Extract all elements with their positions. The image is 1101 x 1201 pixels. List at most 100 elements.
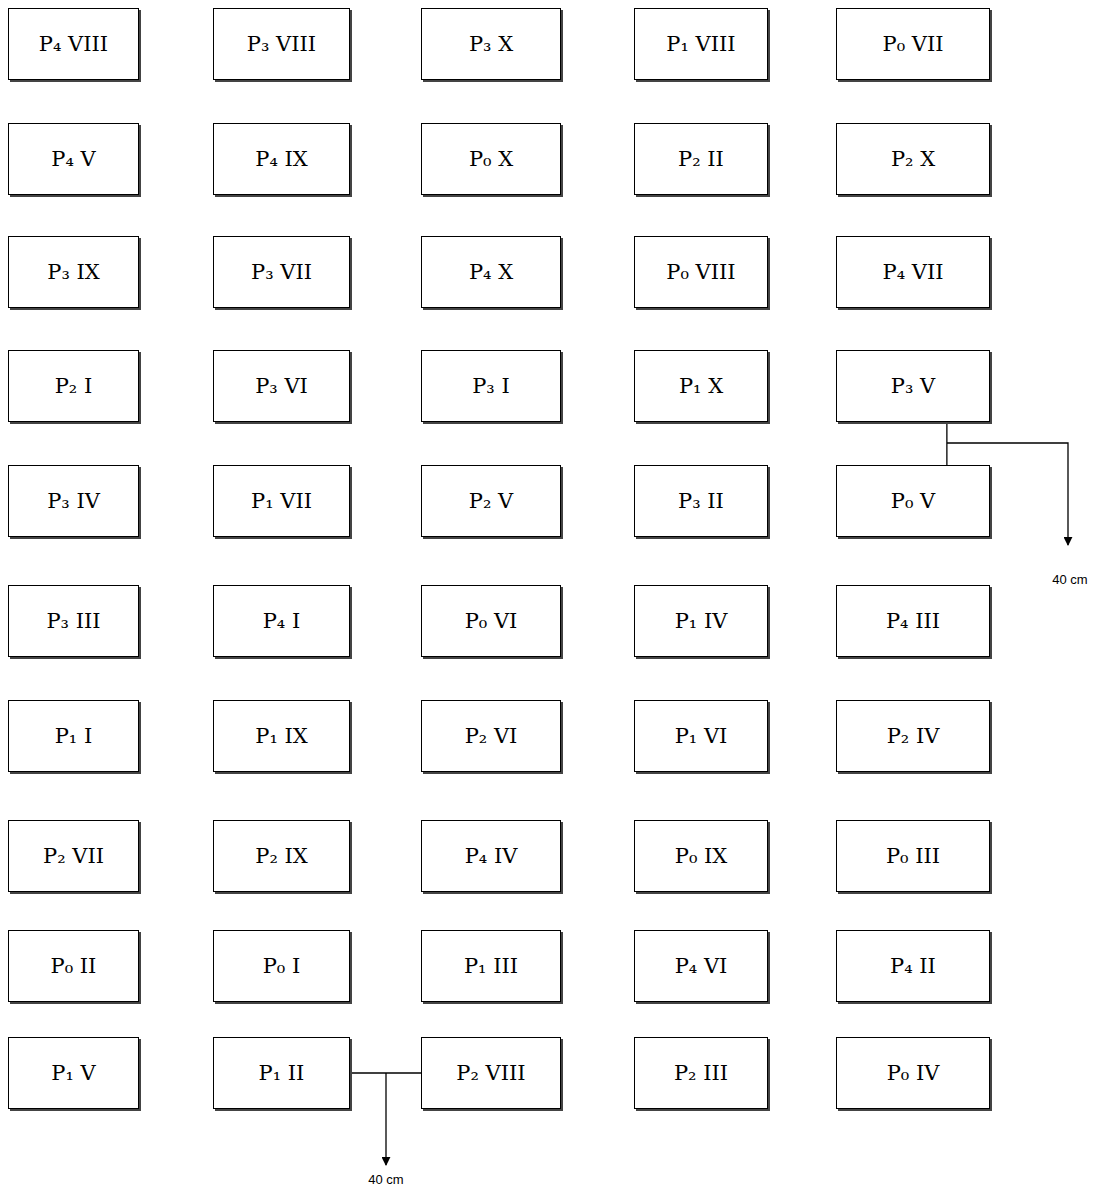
plot-box: P₂ II xyxy=(634,123,768,195)
plot-label: P₄ V xyxy=(51,147,95,171)
plot-box: P₃ IX xyxy=(8,236,139,308)
plot-label: P₂ IV xyxy=(887,724,940,748)
plot-label: P₀ VII xyxy=(883,32,944,56)
dimension-label: 40 cm xyxy=(366,1172,405,1187)
plot-label: P₀ VIII xyxy=(666,260,735,284)
plot-box: P₂ IX xyxy=(213,820,350,892)
plot-box: P₄ IV xyxy=(421,820,561,892)
plot-box: P₃ IV xyxy=(8,465,139,537)
plot-label: P₃ IX xyxy=(47,260,99,284)
plot-label: P₃ VII xyxy=(251,260,312,284)
plot-label: P₂ III xyxy=(674,1061,728,1085)
plot-box: P₀ VII xyxy=(836,8,990,80)
plot-label: P₀ IX xyxy=(675,844,727,868)
plot-label: P₁ VI xyxy=(675,724,728,748)
plot-box: P₁ III xyxy=(421,930,561,1002)
plot-box: P₀ IX xyxy=(634,820,768,892)
plot-box: P₁ I xyxy=(8,700,139,772)
plot-label: P₄ VII xyxy=(883,260,944,284)
plot-box: P₄ I xyxy=(213,585,350,657)
spacing-line xyxy=(946,422,947,465)
plot-label: P₄ IX xyxy=(255,147,307,171)
plot-label: P₃ III xyxy=(46,609,100,633)
plot-label: P₁ VII xyxy=(251,489,312,513)
plot-box: P₃ VI xyxy=(213,350,350,422)
plot-label: P₀ VI xyxy=(465,609,518,633)
plot-box: P₂ III xyxy=(634,1037,768,1109)
plot-label: P₄ I xyxy=(263,609,301,633)
spacing-line xyxy=(350,1072,421,1073)
plot-box: P₄ VII xyxy=(836,236,990,308)
plot-label: P₃ V xyxy=(891,374,935,398)
plot-box: P₁ X xyxy=(634,350,768,422)
plot-box: P₂ VIII xyxy=(421,1037,561,1109)
plot-box: P₂ I xyxy=(8,350,139,422)
plot-box: P₁ VI xyxy=(634,700,768,772)
plot-box: P₀ IV xyxy=(836,1037,990,1109)
plot-box: P₂ IV xyxy=(836,700,990,772)
plot-box: P₂ VII xyxy=(8,820,139,892)
plot-box: P₄ IX xyxy=(213,123,350,195)
plot-label: P₀ II xyxy=(51,954,97,978)
plot-box: P₃ X xyxy=(421,8,561,80)
plot-label: P₂ I xyxy=(55,374,93,398)
dimension-leader xyxy=(385,1073,386,1165)
plot-box: P₁ VII xyxy=(213,465,350,537)
plot-box: P₁ II xyxy=(213,1037,350,1109)
plot-box: P₃ III xyxy=(8,585,139,657)
plot-box: P₀ VI xyxy=(421,585,561,657)
plot-label: P₃ II xyxy=(678,489,724,513)
plot-box: P₄ VI xyxy=(634,930,768,1002)
plot-box: P₁ IV xyxy=(634,585,768,657)
dimension-label: 40 cm xyxy=(1050,572,1089,587)
plot-label: P₄ VI xyxy=(675,954,728,978)
plot-box: P₀ III xyxy=(836,820,990,892)
plot-box: P₀ II xyxy=(8,930,139,1002)
plot-box: P₄ III xyxy=(836,585,990,657)
plot-box: P₄ V xyxy=(8,123,139,195)
plot-label: P₄ IV xyxy=(465,844,518,868)
plot-box: P₀ VIII xyxy=(634,236,768,308)
plot-box: P₃ I xyxy=(421,350,561,422)
plot-box: P₄ II xyxy=(836,930,990,1002)
plot-box: P₄ X xyxy=(421,236,561,308)
plot-label: P₃ IV xyxy=(47,489,100,513)
plot-box: P₄ VIII xyxy=(8,8,139,80)
plot-label: P₃ VI xyxy=(255,374,308,398)
plot-label: P₂ II xyxy=(678,147,724,171)
plot-label: P₄ III xyxy=(886,609,940,633)
plot-label: P₀ V xyxy=(891,489,935,513)
plot-label: P₂ VI xyxy=(465,724,518,748)
plot-label: P₁ III xyxy=(464,954,518,978)
plot-label: P₃ X xyxy=(469,32,513,56)
plot-label: P₁ V xyxy=(51,1061,95,1085)
plot-label: P₄ II xyxy=(890,954,936,978)
plot-label: P₂ IX xyxy=(255,844,307,868)
plot-label: P₁ VIII xyxy=(666,32,735,56)
plot-label: P₀ IV xyxy=(887,1061,940,1085)
plot-label: P₀ III xyxy=(886,844,940,868)
plot-box: P₃ V xyxy=(836,350,990,422)
plot-box: P₁ IX xyxy=(213,700,350,772)
plot-box: P₂ V xyxy=(421,465,561,537)
plot-label: P₁ IV xyxy=(675,609,728,633)
plot-label: P₂ VII xyxy=(43,844,104,868)
plot-box: P₃ VII xyxy=(213,236,350,308)
plot-box: P₁ V xyxy=(8,1037,139,1109)
plot-box: P₂ VI xyxy=(421,700,561,772)
plot-label: P₃ VIII xyxy=(247,32,316,56)
plot-label: P₀ I xyxy=(263,954,301,978)
plot-label: P₁ IX xyxy=(255,724,307,748)
plot-label: P₂ VIII xyxy=(456,1061,525,1085)
plot-label: P₀ X xyxy=(469,147,513,171)
plot-box: P₀ I xyxy=(213,930,350,1002)
plot-box: P₃ VIII xyxy=(213,8,350,80)
plot-label: P₂ X xyxy=(891,147,935,171)
plot-label: P₁ I xyxy=(55,724,93,748)
plot-box: P₀ X xyxy=(421,123,561,195)
plot-label: P₂ V xyxy=(469,489,513,513)
plot-box: P₃ II xyxy=(634,465,768,537)
plot-label: P₃ I xyxy=(472,374,510,398)
plot-label: P₁ II xyxy=(259,1061,305,1085)
